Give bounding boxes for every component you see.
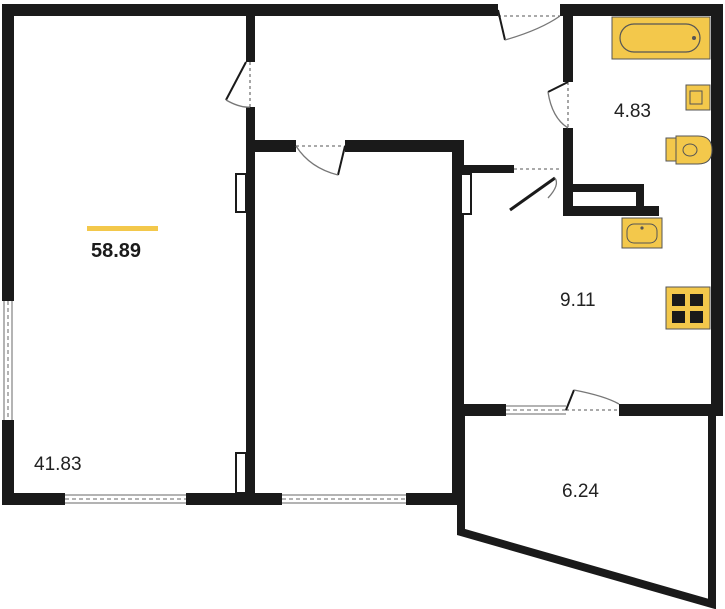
jambs (235, 173, 472, 494)
bathtub-icon (611, 16, 711, 60)
toilet-icon (665, 135, 713, 165)
door-entrance (497, 9, 561, 41)
window-bottom-middle (282, 494, 406, 504)
wall-bath-left-upper (563, 4, 573, 82)
door-bathroom (547, 81, 569, 129)
door-living (225, 61, 251, 108)
stove-icon (665, 286, 711, 330)
outer-wall-bottom-c (406, 493, 464, 505)
window-left (3, 301, 13, 420)
outer-wall-bottom-b (186, 493, 282, 505)
outer-wall-left-lower (2, 420, 14, 505)
wall-bath-step-right (636, 184, 644, 212)
kitchen-sink-icon (621, 217, 663, 249)
outer-wall-right (711, 4, 723, 416)
outer-wall-bottom-a (2, 493, 65, 505)
wall-bath-bottom-step (570, 184, 644, 192)
wall-living-hall-upper (246, 14, 255, 62)
wall-kitchen-door-jamb (452, 165, 514, 173)
outer-wall-top (2, 4, 498, 16)
wall-kitchen-bottom-a (452, 404, 506, 416)
outer-wall-left-upper (2, 4, 14, 301)
jamb-living-lower (235, 452, 247, 494)
washbasin-icon (685, 84, 711, 111)
window-kitchen-balcony (506, 405, 566, 415)
wall-living-hall-lower (246, 107, 255, 497)
kitchen-area: 9.11 (560, 290, 596, 311)
total-area-label: 58.89 (91, 240, 142, 262)
windows (3, 301, 566, 504)
door-middle-room (295, 145, 346, 176)
wall-bath-bottom (563, 206, 659, 216)
wall-kitchen-bottom-b (619, 404, 723, 416)
outer-wall-top-right (560, 4, 723, 16)
window-bottom-living (65, 494, 186, 504)
walls (2, 4, 723, 505)
living-room-area: 41.83 (34, 454, 82, 475)
wall-bath-left-lower (563, 128, 573, 214)
door-balcony (565, 389, 620, 411)
doors (225, 9, 620, 411)
bathroom-area: 4.83 (614, 101, 651, 122)
wall-middle-top-a (246, 140, 296, 152)
total-area-accent (87, 226, 158, 231)
wall-middle-top-b (345, 140, 463, 152)
door-kitchen (509, 168, 560, 212)
balcony-area: 6.24 (562, 481, 599, 502)
jamb-kitchen-door (460, 173, 472, 215)
jamb-living-upper (235, 173, 247, 213)
balcony-outline (457, 416, 716, 609)
